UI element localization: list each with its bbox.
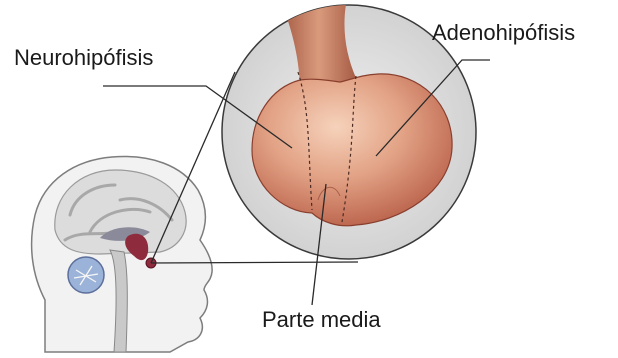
label-parte-media: Parte media [262, 309, 381, 331]
label-neurohipofisis: Neurohipófisis [14, 47, 153, 69]
label-adenohipofisis: Adenohipófisis [432, 22, 575, 44]
